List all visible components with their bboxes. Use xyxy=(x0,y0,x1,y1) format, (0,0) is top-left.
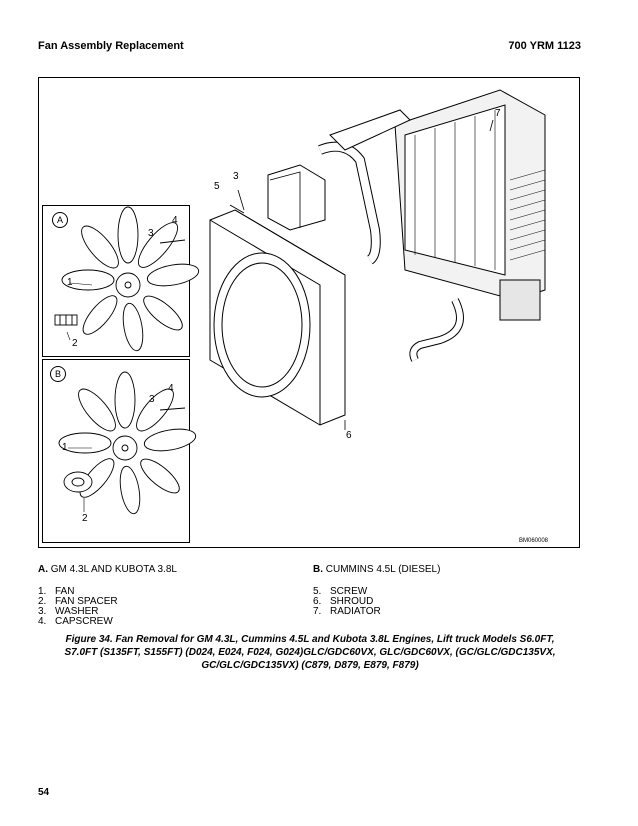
document-number: 700 YRM 1123 xyxy=(508,40,581,52)
inset-a-label: A xyxy=(52,212,68,228)
callout-leaders xyxy=(237,119,494,430)
inset-b-label: B xyxy=(50,366,66,382)
callout-4-inset-b: 4 xyxy=(168,383,174,394)
callout-4-inset-a: 4 xyxy=(172,215,178,226)
capscrew-a-illustration xyxy=(159,239,186,244)
legend-item: 5.SCREW xyxy=(313,586,368,597)
legend-b-letter: B. xyxy=(313,564,323,575)
callout-3-main: 3 xyxy=(233,171,239,182)
figure-caption: Figure 34. Fan Removal for GM 4.3L, Cumm… xyxy=(40,633,580,672)
caption-line-1: Figure 34. Fan Removal for GM 4.3L, Cumm… xyxy=(65,634,555,645)
shroud-illustration xyxy=(209,204,346,426)
legend-b-title: CUMMINS 4.5L (DIESEL) xyxy=(325,564,441,575)
callout-2-inset-a: 2 xyxy=(72,338,78,349)
coolant-reservoir-illustration xyxy=(267,109,411,265)
legend-item: 6.SHROUD xyxy=(313,596,374,607)
caption-line-3: GC/GLC/GDC135VX) (C879, D879, E879, F879… xyxy=(201,660,419,671)
callout-1-inset-b: 1 xyxy=(62,442,68,453)
capscrew-b-illustration xyxy=(159,407,186,411)
callout-3-inset-b: 3 xyxy=(149,394,155,405)
callout-2-inset-b: 2 xyxy=(82,513,88,524)
fan-a-illustration xyxy=(61,206,200,352)
callout-6-main: 6 xyxy=(346,430,352,441)
spacer-a-illustration xyxy=(54,314,78,326)
callout-7-main: 7 xyxy=(495,108,501,119)
legend-right: B. CUMMINS 4.5L (DIESEL) 5.SCREW 6.SHROU… xyxy=(313,565,440,617)
callout-1-inset-a: 1 xyxy=(67,277,73,288)
legend-left: A. GM 4.3L AND KUBOTA 3.8L 1.FAN 2.FAN S… xyxy=(38,565,177,627)
callout-5-main: 5 xyxy=(214,181,220,192)
legend-item: 2.FAN SPACER xyxy=(38,596,118,607)
page-number: 54 xyxy=(38,787,50,798)
legend-a-letter: A. xyxy=(38,564,48,575)
caption-line-2: S7.0FT (S135FT, S155FT) (D024, E024, F02… xyxy=(64,647,556,658)
legend-item: 4.CAPSCREW xyxy=(38,616,113,627)
spacer-b-illustration xyxy=(63,471,93,493)
legend-item: 7.RADIATOR xyxy=(313,606,381,617)
legend-a-title: GM 4.3L AND KUBOTA 3.8L xyxy=(50,564,177,575)
fan-b-illustration xyxy=(58,371,197,515)
figure-frame xyxy=(38,77,580,548)
legend-item: 3.WASHER xyxy=(38,606,99,617)
callout-3-inset-a: 3 xyxy=(148,228,154,239)
section-title: Fan Assembly Replacement xyxy=(38,40,184,52)
figure-id: BM060008 xyxy=(519,538,549,544)
radiator-illustration xyxy=(394,89,546,362)
legend-item: 1.FAN xyxy=(38,586,75,597)
